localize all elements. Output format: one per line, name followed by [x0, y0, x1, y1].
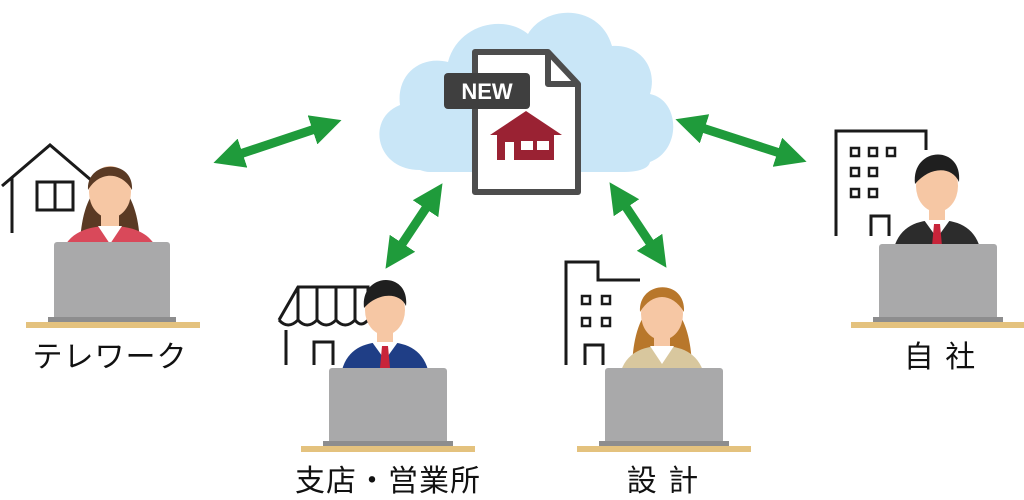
- laptop: [48, 242, 176, 322]
- node-label-headoffice: 自 社: [904, 340, 977, 375]
- arrow-telework: [213, 115, 342, 168]
- laptop: [599, 368, 729, 446]
- node-label-design: 設 計: [627, 464, 700, 499]
- house-outline-icon: [1, 143, 99, 233]
- arrow-design: [609, 182, 667, 268]
- node-design: 設 計: [564, 260, 751, 499]
- arrow-headoffice: [675, 114, 807, 167]
- node-headoffice: 自 社: [834, 129, 1024, 375]
- node-label-telework: テレワーク: [33, 340, 188, 375]
- cloud: NEW: [379, 12, 674, 195]
- node-branch: 支店・営業所: [277, 279, 481, 499]
- house-icon: [490, 111, 562, 160]
- person-man-dark-suit: [894, 154, 980, 250]
- office-tower-icon: [834, 129, 928, 236]
- person-man-navy-suit: [342, 279, 428, 372]
- desk: [851, 322, 1024, 328]
- desk: [26, 322, 200, 328]
- new-badge: NEW: [444, 73, 530, 109]
- node-label-branch: 支店・営業所: [295, 464, 481, 499]
- arrows: [213, 114, 807, 269]
- new-badge-text: NEW: [461, 79, 513, 104]
- laptop: [323, 368, 453, 446]
- office-building-icon: [564, 260, 640, 365]
- desk: [577, 446, 751, 452]
- node-telework: テレワーク: [1, 143, 200, 375]
- desk: [301, 446, 475, 452]
- arrow-branch: [385, 183, 443, 269]
- person-woman-beige-jacket: [620, 287, 704, 374]
- laptop: [873, 244, 1003, 322]
